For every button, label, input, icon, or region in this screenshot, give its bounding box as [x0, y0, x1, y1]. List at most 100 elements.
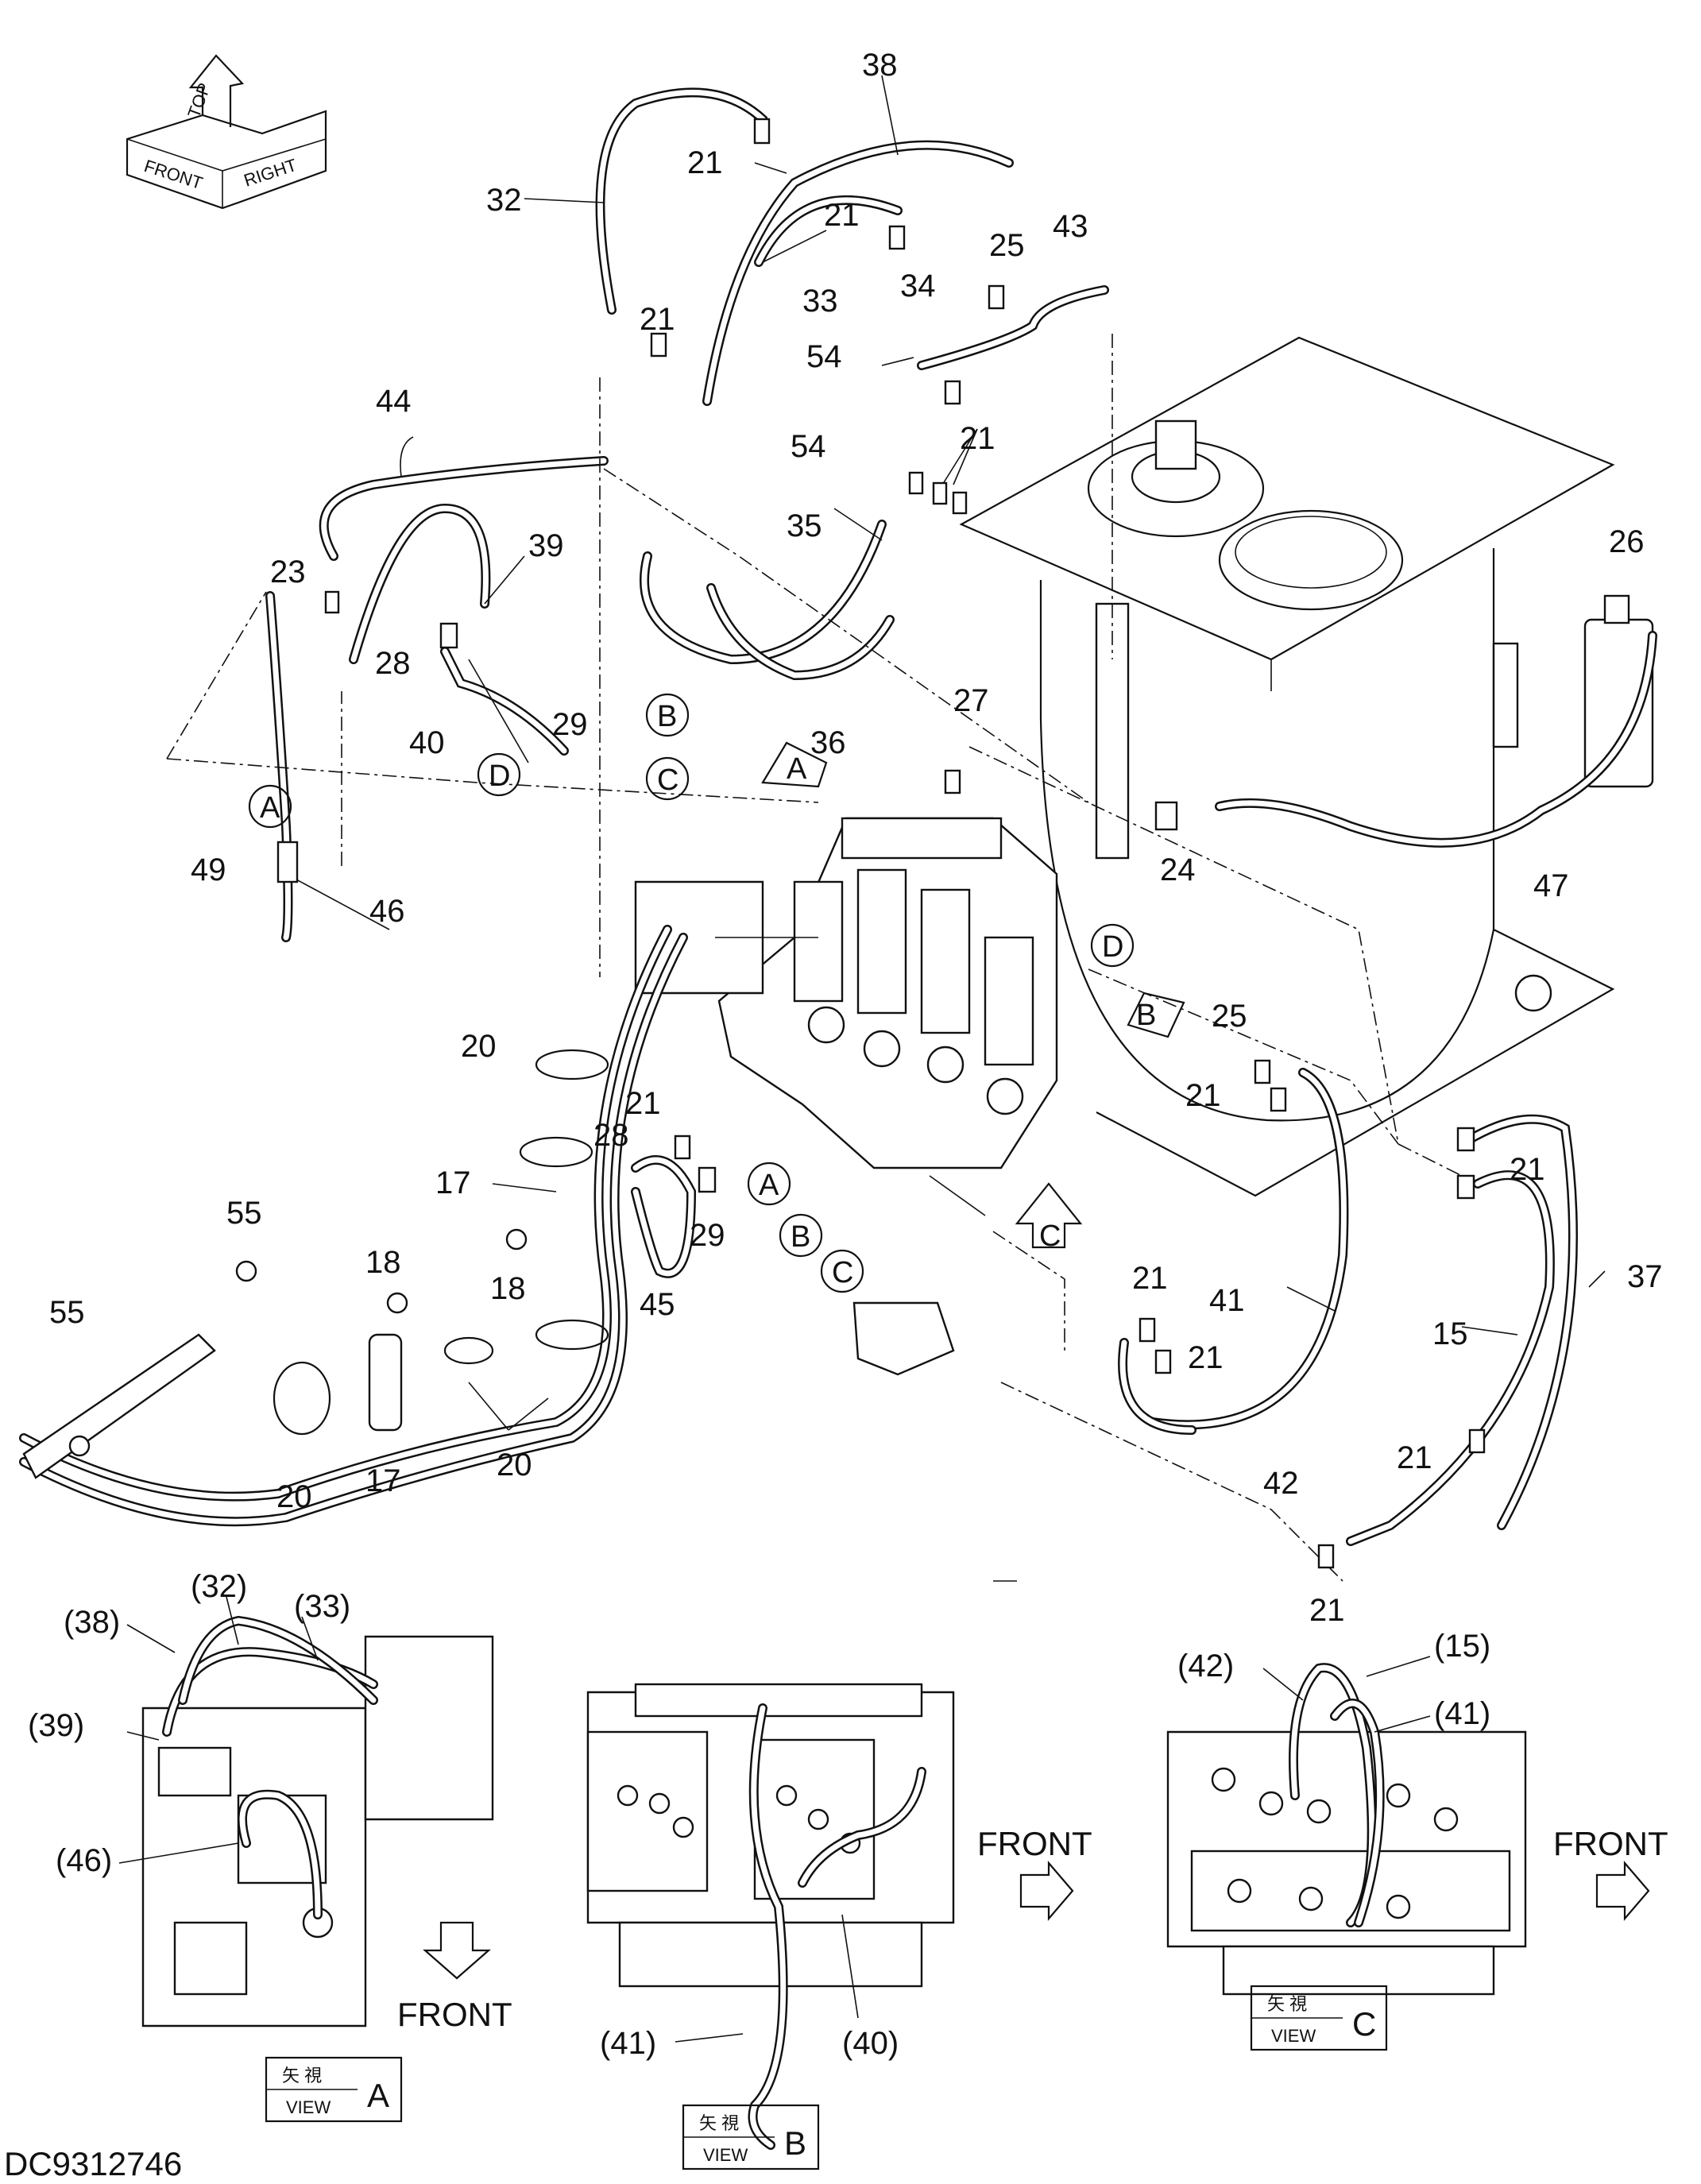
orientation-badge: FRONT TOP RIGHT	[126, 54, 327, 210]
callout-25: 25	[1212, 999, 1247, 1034]
callout-29: 29	[552, 707, 588, 742]
arrow-marker-b: B	[1136, 999, 1156, 1032]
view-c-title-en: VIEW	[1271, 2026, 1316, 2046]
marker-d: D	[1102, 930, 1123, 964]
view-b-title-jp: 矢 視	[699, 2113, 739, 2133]
clamps	[22, 1049, 609, 1479]
callout-28: 28	[375, 646, 411, 681]
callout-28: 28	[593, 1118, 629, 1153]
hose-bundle	[19, 925, 688, 1527]
marker-d: D	[489, 760, 510, 793]
callout-21: 21	[1309, 1593, 1345, 1628]
callout-15: 15	[1432, 1316, 1468, 1351]
callout-21: 21	[824, 198, 860, 233]
control-valve	[634, 817, 1058, 1376]
callout-45: 45	[640, 1287, 675, 1322]
view-a-label-46: (46)	[56, 1843, 112, 1878]
callout-21: 21	[1510, 1152, 1545, 1187]
view-c-front-label: FRONT	[1553, 1825, 1668, 1862]
view-c-letter: C	[1352, 2005, 1376, 2043]
callout-55: 55	[226, 1196, 262, 1231]
view-a-label-39: (39)	[28, 1708, 84, 1743]
callout-29: 29	[690, 1218, 725, 1253]
view-b-letter: B	[784, 2124, 806, 2162]
callout-23: 23	[270, 555, 306, 589]
drawing-id: DC9312746	[4, 2145, 182, 2182]
callout-54: 54	[791, 429, 826, 464]
hose-41	[1147, 1068, 1349, 1430]
callout-44: 44	[376, 384, 412, 419]
fittings	[276, 118, 1630, 1569]
callout-36: 36	[810, 725, 846, 760]
view-c-detail: (42) (15) (41) FRONT 矢 視 VIEW C	[1166, 1629, 1668, 2051]
callout-42: 42	[1263, 1466, 1299, 1501]
hose-15	[1346, 1170, 1555, 1546]
callout-24: 24	[1160, 852, 1196, 887]
callout-35: 35	[787, 508, 822, 543]
callout-21: 21	[625, 1086, 661, 1121]
view-c-title-jp: 矢 視	[1267, 1994, 1307, 2014]
callout-20: 20	[276, 1479, 312, 1514]
marker-b: B	[657, 700, 677, 733]
view-b-label-40: (40)	[842, 2026, 899, 2061]
view-c-label-41: (41)	[1434, 1696, 1490, 1731]
callout-17: 17	[435, 1165, 471, 1200]
view-a-label-33: (33)	[294, 1589, 350, 1624]
callout-34: 34	[900, 269, 936, 303]
hose-36	[706, 583, 895, 681]
hose-43	[917, 285, 1109, 370]
callout-46: 46	[369, 894, 405, 929]
view-b-title-en: VIEW	[703, 2145, 748, 2165]
callout-17: 17	[365, 1463, 401, 1498]
callout-55: 55	[49, 1295, 85, 1330]
callout-49: 49	[191, 852, 226, 887]
callout-21: 21	[1132, 1261, 1168, 1296]
view-c-label-42: (42)	[1177, 1649, 1234, 1683]
badge-top-label: TOP	[184, 80, 215, 121]
hose-44	[319, 456, 609, 561]
callout-41: 41	[1209, 1283, 1245, 1318]
hose-46	[265, 591, 293, 942]
view-a-label-32: (32)	[191, 1569, 247, 1604]
callout-40: 40	[409, 725, 445, 760]
callout-21: 21	[1188, 1340, 1224, 1375]
badge-right-label: RIGHT	[242, 155, 300, 191]
hose-37	[1457, 1114, 1578, 1530]
arrow-marker-c: C	[1039, 1220, 1061, 1253]
callout-21: 21	[687, 145, 723, 180]
arrow-marker-a: A	[787, 752, 807, 786]
callout-21: 21	[960, 421, 995, 456]
hose-47	[1215, 631, 1657, 848]
view-b-front-label: FRONT	[977, 1825, 1092, 1862]
callout-26: 26	[1609, 524, 1645, 559]
callout-39: 39	[528, 528, 564, 563]
callout-54: 54	[806, 339, 842, 374]
callout-labels: 38 32 21 21 25 43 21 33 34 54 44 54 21 3…	[49, 48, 1663, 1628]
callout-25: 25	[989, 228, 1025, 263]
callout-21: 21	[1185, 1078, 1221, 1113]
callout-32: 32	[486, 183, 522, 218]
marker-b: B	[791, 1220, 810, 1254]
hose-35	[640, 520, 887, 665]
view-c-label-15: (15)	[1434, 1629, 1490, 1664]
callout-43: 43	[1053, 209, 1088, 244]
hydraulic-tank	[959, 336, 1654, 1197]
hose-32	[595, 87, 767, 315]
view-markers: B C D A A D B A B C C	[248, 693, 1185, 1293]
callout-27: 27	[953, 683, 989, 718]
view-a-detail: (38) (32) (33) (39) (46) FRONT 矢 視 VIEW …	[28, 1569, 512, 2123]
marker-a: A	[759, 1169, 779, 1202]
view-a-title-jp: 矢 視	[282, 2066, 322, 2085]
callout-18: 18	[365, 1245, 401, 1280]
callout-38: 38	[862, 48, 898, 83]
callout-37: 37	[1627, 1259, 1663, 1294]
hose-42	[1118, 1338, 1196, 1435]
marker-c: C	[832, 1256, 853, 1289]
hose-39	[349, 503, 491, 664]
view-a-letter: A	[367, 2077, 389, 2114]
callout-18: 18	[490, 1271, 526, 1306]
view-a-title-en: VIEW	[286, 2097, 331, 2117]
callout-20: 20	[497, 1448, 532, 1482]
hose-38	[702, 140, 1014, 406]
